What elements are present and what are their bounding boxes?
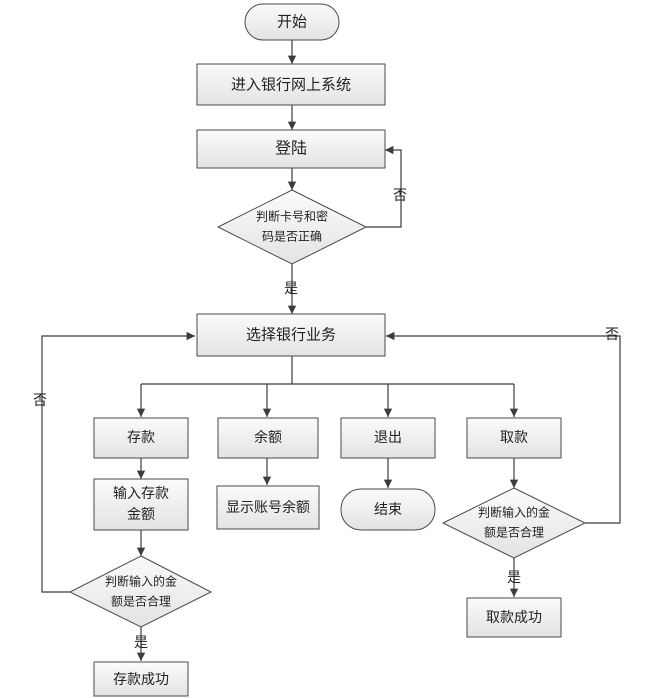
- login-yes-label: 是: [284, 281, 298, 297]
- enter-system-box: [196, 63, 386, 106]
- check-deposit-diamond: [68, 555, 213, 628]
- input-deposit-box: [93, 478, 189, 531]
- deposit-no-label: 否: [33, 393, 47, 409]
- input-deposit-label-line1: 输入存款: [113, 486, 169, 502]
- check-withdraw-label-line1: 判断输入的金: [478, 505, 550, 520]
- check-withdraw-diamond: [441, 487, 587, 559]
- check-deposit-label-line1: 判断输入的金: [105, 574, 177, 589]
- edge-deposit-no-to-select: [41, 331, 195, 593]
- check-deposit-label-line2: 额是否合理: [111, 594, 171, 609]
- withdraw-success-label: 取款成功: [486, 610, 542, 626]
- start-terminator: [244, 3, 340, 41]
- connectors: [41, 40, 621, 661]
- end-label: 结束: [374, 502, 402, 518]
- deposit-label: 存款: [127, 430, 155, 446]
- start-label: 开始: [277, 13, 307, 31]
- deposit-success-label: 存款成功: [113, 672, 169, 688]
- show-balance-box: [216, 485, 320, 530]
- check-card-diamond: [216, 189, 368, 265]
- deposit-box: [93, 417, 189, 459]
- edge-check-no-to-login: [366, 145, 402, 228]
- edge-labels: 否 是 否 是 否 是: [33, 188, 619, 651]
- withdraw-box: [466, 417, 562, 459]
- balance-box: [217, 417, 319, 459]
- deposit-yes-label: 是: [134, 635, 148, 651]
- nodes: [68, 3, 587, 697]
- node-labels: 开始 进入银行网上系统 登陆 判断卡号和密 码是否正确 选择银行业务 存款 余额…: [105, 13, 550, 689]
- show-balance-label: 显示账号余额: [226, 499, 310, 516]
- withdraw-success-box: [466, 597, 562, 638]
- deposit-success-box: [93, 661, 189, 697]
- select-business-label: 选择银行业务: [246, 326, 336, 344]
- login-no-label: 否: [393, 188, 407, 204]
- withdraw-no-label: 否: [605, 327, 619, 343]
- balance-label: 余额: [254, 429, 282, 446]
- withdraw-label: 取款: [500, 430, 528, 446]
- check-card-label-line1: 判断卡号和密: [256, 209, 328, 224]
- enter-system-label: 进入银行网上系统: [231, 76, 351, 94]
- input-deposit-label-line2: 金额: [127, 507, 155, 523]
- login-label: 登陆: [275, 139, 307, 158]
- exit-label: 退出: [374, 430, 402, 446]
- withdraw-yes-label: 是: [507, 570, 521, 586]
- end-terminator: [340, 488, 436, 531]
- check-card-label-line2: 码是否正确: [262, 230, 322, 244]
- login-box: [196, 129, 386, 169]
- select-business-box: [196, 313, 386, 357]
- exit-box: [340, 417, 436, 459]
- edge-withdraw-no-to-select: [386, 331, 621, 524]
- check-withdraw-label-line2: 额是否合理: [484, 525, 544, 540]
